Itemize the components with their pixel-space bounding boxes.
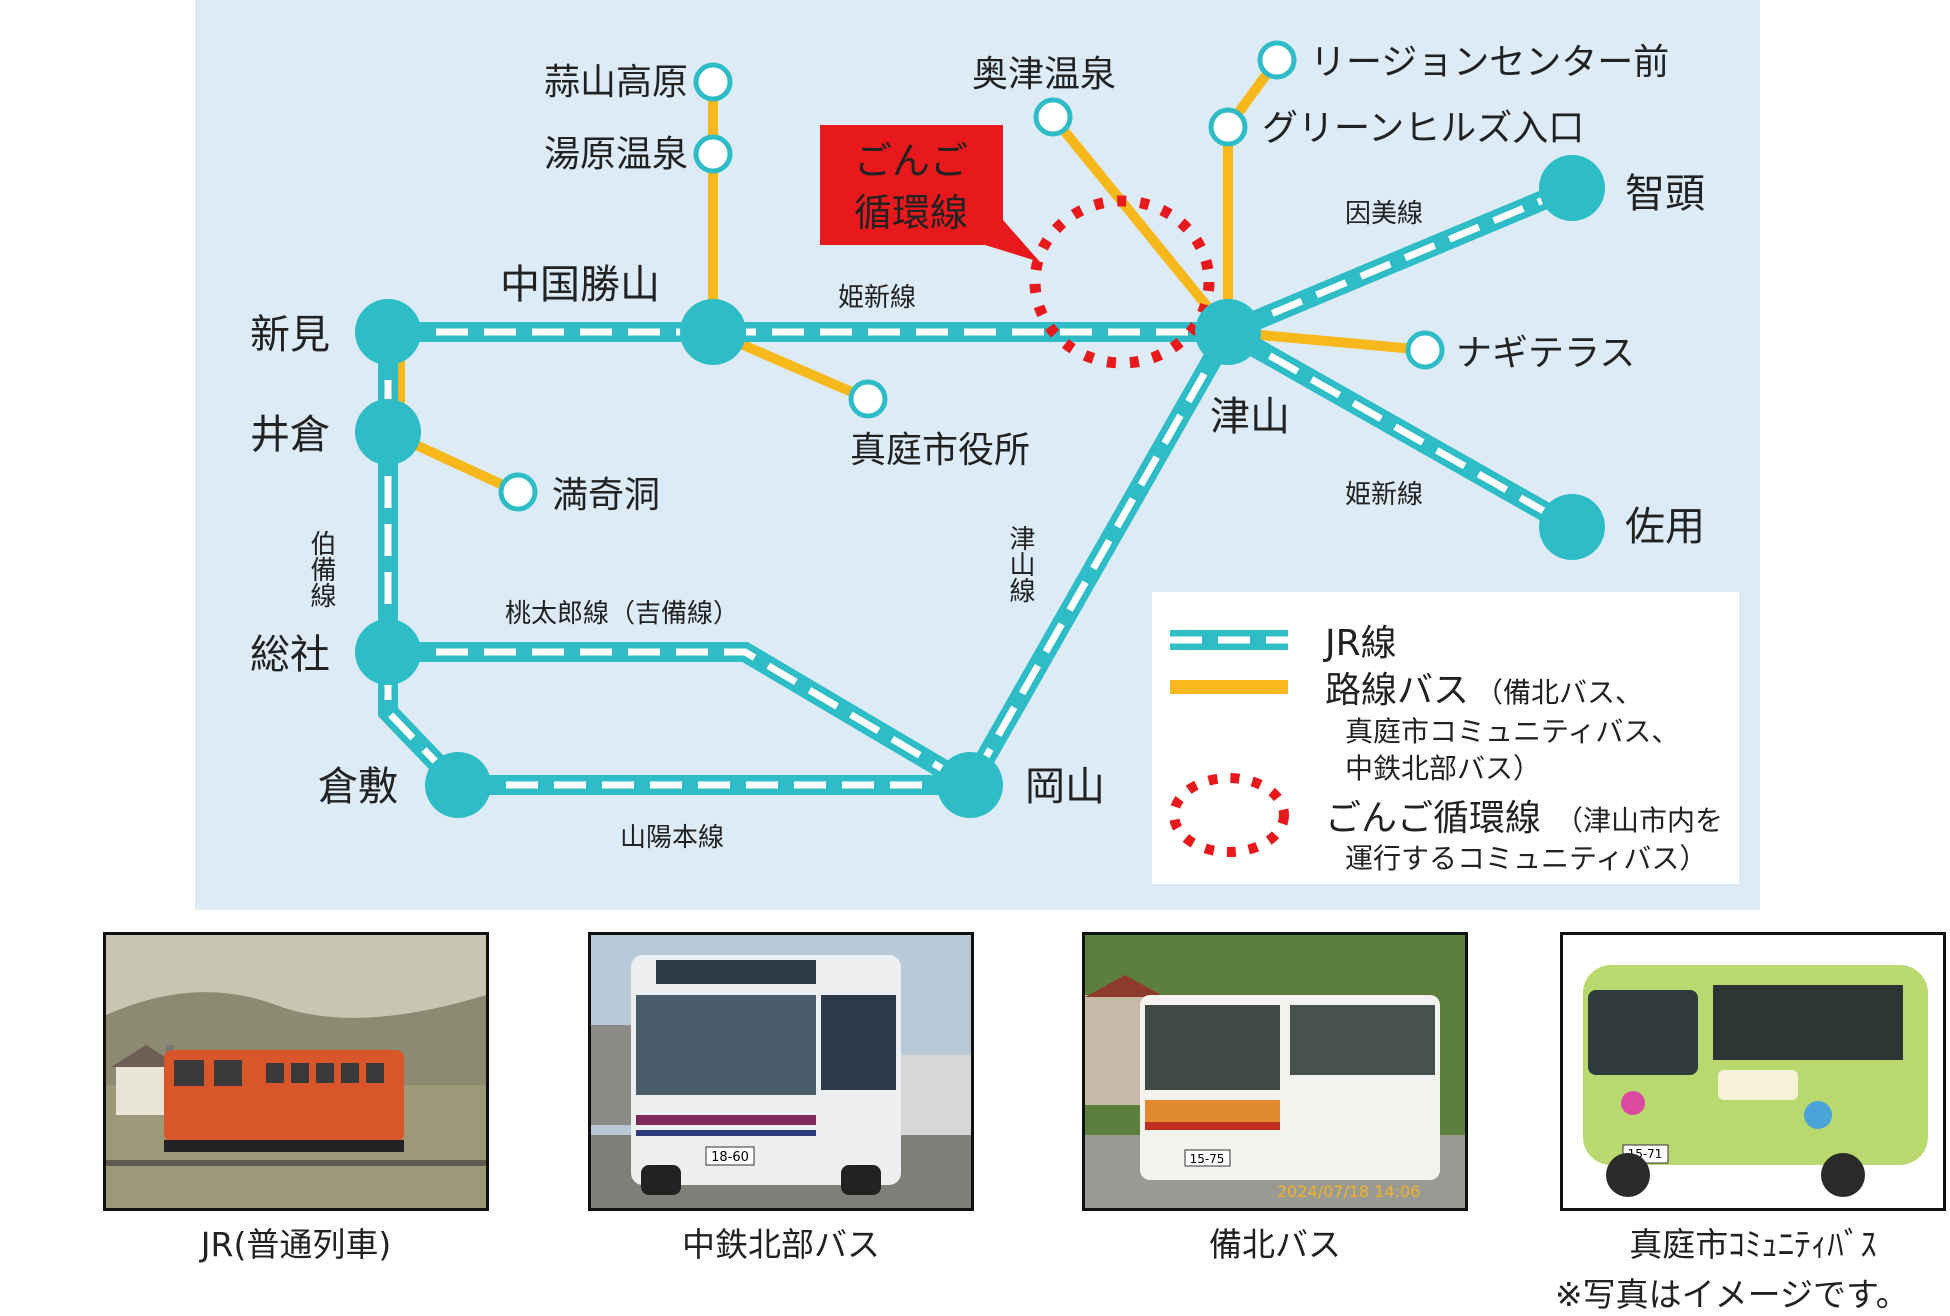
caption-jr: JR(普通列車) [103,1218,489,1266]
station-sayo [1539,494,1605,560]
legend-bus-detail2: 真庭市コミュニティバス、 [1345,715,1679,748]
callout-line1: ごんご [854,139,968,183]
legend-loop-main: ごんご循環線 [1325,798,1541,839]
caption-chutetsu: 中鉄北部バス [588,1218,974,1266]
label-kishin-right: 姫新線 [1345,480,1423,510]
stop-maniwa-city-hall [851,382,885,416]
legend-bus-detail3: 中鉄北部バス） [1345,752,1541,785]
label-okayama: 岡山 [1025,764,1105,810]
label-tsuyama: 津山 [1210,394,1290,440]
station-ikura [355,399,421,465]
legend-jr: JR線 [1323,623,1397,664]
label-hakubi: 伯備線 [306,530,336,608]
legend-bus-detail1: （備北バス、 [1475,676,1643,709]
label-yubara-onsen: 湯原温泉 [544,134,688,175]
photo-jr-train [103,932,489,1211]
stop-hiruzen-kogen [696,65,730,99]
photo-maniwa-bus: 15-71 [1560,932,1946,1211]
stop-green-hills [1211,110,1245,144]
label-inbi: 因美線 [1345,199,1423,229]
label-mankido: 満奇洞 [552,475,660,516]
station-niimi [355,299,421,365]
station-tsuyama [1195,299,1261,365]
photo-bihoku-bus: 15-75 2024/07/18 14:06 [1082,932,1468,1211]
legend-bus-main: 路線バス [1325,670,1469,711]
stop-region-center [1260,43,1294,77]
label-maniwa-city-hall: 真庭市役所 [850,430,1030,471]
label-kishin-top: 姫新線 [838,283,916,313]
label-momotaro: 桃太郎線（吉備線） [505,599,739,629]
label-sanyo: 山陽本線 [620,823,724,853]
station-okayama [937,752,1003,818]
photo-note: ※写真はイメージです。 [1555,1268,1909,1316]
plate-bihoku: 15-75 [1190,1152,1225,1166]
legend-loop-detail1: （津山市内を [1555,804,1723,837]
stop-okutsu-onsen [1036,100,1070,134]
label-okutsu-onsen: 奥津温泉 [972,54,1116,95]
label-region-center: リージョンセンター前 [1310,42,1669,83]
stop-yubara-onsen [696,137,730,171]
label-ikura: 井倉 [250,412,330,458]
timestamp-bihoku: 2024/07/18 14:06 [1277,1182,1420,1201]
station-soja [355,619,421,685]
caption-bihoku: 備北バス [1082,1218,1468,1266]
route-map: ごんご 循環線 新見 井倉 中国勝山 津山 智頭 佐用 総社 倉敷 岡山 [0,0,1950,920]
station-kurashiki [425,752,491,818]
station-chizu [1539,155,1605,221]
label-hiruzen-kogen: 蒜山高原 [544,62,688,103]
legend: JR線 路線バス （備北バス、 真庭市コミュニティバス、 中鉄北部バス） ごんご… [1152,592,1739,884]
label-soja: 総社 [250,632,330,678]
stop-mankido [501,475,535,509]
callout-line2: 循環線 [854,191,968,235]
label-tsuyama-line: 津山線 [1005,525,1035,603]
plate-chutetsu: 18-60 [711,1150,749,1165]
label-chizu: 智頭 [1625,171,1705,217]
stop-nagi-terrace [1408,333,1442,367]
label-sayo: 佐用 [1625,504,1705,550]
caption-maniwa: 真庭市ｺﾐｭﾆﾃｨﾊﾞｽ [1560,1218,1946,1266]
label-chugoku-katsuyama: 中国勝山 [500,262,660,308]
legend-loop-detail2: 運行するコミュニティバス） [1345,842,1707,875]
label-nagi-terrace: ナギテラス [1456,333,1635,374]
label-niimi: 新見 [250,312,330,358]
photo-chutetsu-bus: 18-60 [588,932,974,1211]
label-kurashiki: 倉敷 [318,764,398,810]
label-green-hills: グリーンヒルズ入口 [1262,108,1584,149]
station-chugoku-katsuyama [680,299,746,365]
